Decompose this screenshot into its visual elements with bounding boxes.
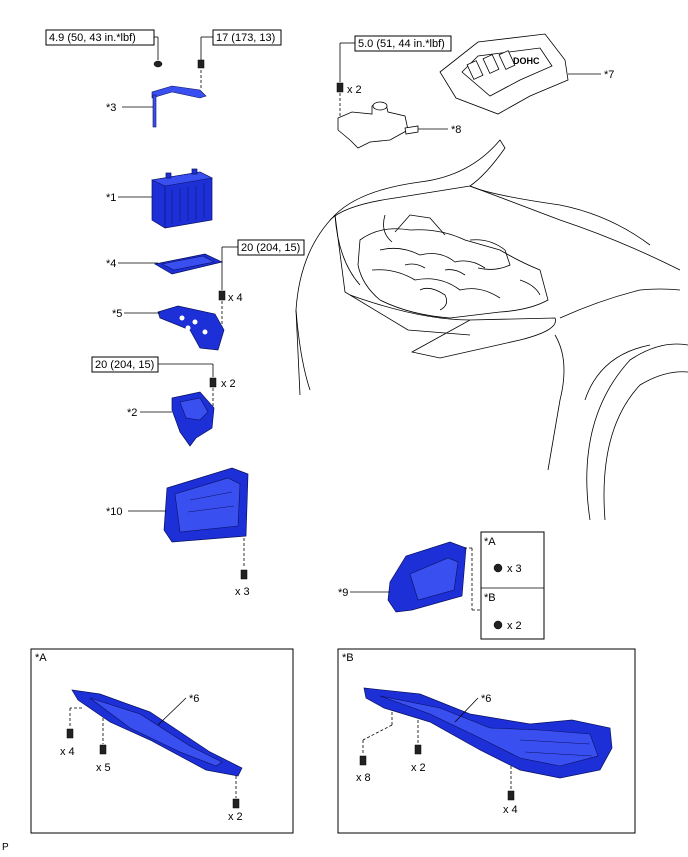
callout-8: *8 <box>451 124 461 136</box>
part-1-battery <box>150 168 213 229</box>
torque-label-3: 5.0 (51, 44 in.*lbf) <box>354 35 452 52</box>
svg-text:DOHC: DOHC <box>513 56 540 66</box>
callout-3: *3 <box>106 102 116 114</box>
qty-panel: x 2 <box>221 378 236 390</box>
part-5-carrier <box>157 305 225 351</box>
qty-a-x4: x 4 <box>60 746 75 758</box>
qty-lower: x 3 <box>235 586 250 598</box>
callout-9: *9 <box>338 587 348 599</box>
clip-icon <box>99 744 107 755</box>
detail-panel-b: *B *6 x 8 x 2 x 4 <box>337 648 636 834</box>
part-8-reservoir <box>337 101 419 149</box>
clip-icon <box>493 563 503 573</box>
callout-2: *2 <box>127 407 137 419</box>
footer-mark: P <box>2 842 9 852</box>
legend-b-qty: x 2 <box>507 620 522 632</box>
callout-4: *4 <box>106 258 116 270</box>
callout-10: *10 <box>106 506 123 518</box>
bolt-icon <box>507 790 515 801</box>
panel-b-label: *B <box>342 652 354 664</box>
svg-text:20 (204, 15): 20 (204, 15) <box>95 359 154 371</box>
part-4-tray <box>154 253 224 275</box>
part-3-bracket <box>151 70 207 128</box>
detail-panel-a: *A *6 x 4 x 5 x 2 <box>30 648 294 834</box>
bolt-icon <box>414 744 422 755</box>
callout-7: *7 <box>604 69 614 81</box>
torque-label-2: 17 (173, 13) <box>212 29 282 46</box>
part-9-splash-shield <box>387 541 467 613</box>
qty-b-x2: x 2 <box>411 762 426 774</box>
clip-icon <box>493 620 503 630</box>
callout-6-b: *6 <box>481 693 491 705</box>
bolt-icon <box>218 290 226 301</box>
part-7-engine-cover: DOHC <box>439 33 569 115</box>
bolt-icon <box>336 82 344 93</box>
bolt-icon <box>232 798 240 809</box>
part-10-lower-cover <box>163 467 249 543</box>
legend-a: *A <box>484 536 496 548</box>
qty-cover: x 4 <box>228 292 243 304</box>
clip-icon <box>359 755 367 766</box>
qty-b-x4: x 4 <box>503 804 518 816</box>
legend-b: *B <box>484 592 496 604</box>
bolt-icon <box>240 569 248 580</box>
torque-label-4: 20 (204, 15) <box>237 239 305 256</box>
torque-label-5: 20 (204, 15) <box>91 356 159 373</box>
bolt-icon <box>197 59 205 69</box>
svg-text:4.9 (50, 43 in.*lbf): 4.9 (50, 43 in.*lbf) <box>49 32 136 44</box>
qty-reservoir: x 2 <box>347 84 362 96</box>
callout-6-a: *6 <box>189 693 199 705</box>
callout-1: *1 <box>106 192 116 204</box>
svg-text:5.0 (51, 44 in.*lbf): 5.0 (51, 44 in.*lbf) <box>358 38 445 50</box>
panel-a-label: *A <box>35 652 47 664</box>
callout-5: *5 <box>112 308 122 320</box>
torque-label-1: 4.9 (50, 43 in.*lbf) <box>45 29 155 46</box>
qty-a-x2: x 2 <box>228 811 243 823</box>
part-2-panel <box>171 391 215 447</box>
bolt-icon <box>209 377 217 388</box>
svg-text:17 (173, 13): 17 (173, 13) <box>216 32 275 44</box>
legend-a-qty: x 3 <box>507 563 522 575</box>
qty-a-x5: x 5 <box>96 762 111 774</box>
fastener-legend: *A x 3 *B x 2 <box>480 531 545 640</box>
bolt-icon <box>66 728 74 739</box>
qty-b-x8: x 8 <box>356 772 371 784</box>
car-front-outline <box>295 139 688 521</box>
nut-icon <box>153 60 163 68</box>
svg-text:20 (204, 15): 20 (204, 15) <box>241 242 300 254</box>
